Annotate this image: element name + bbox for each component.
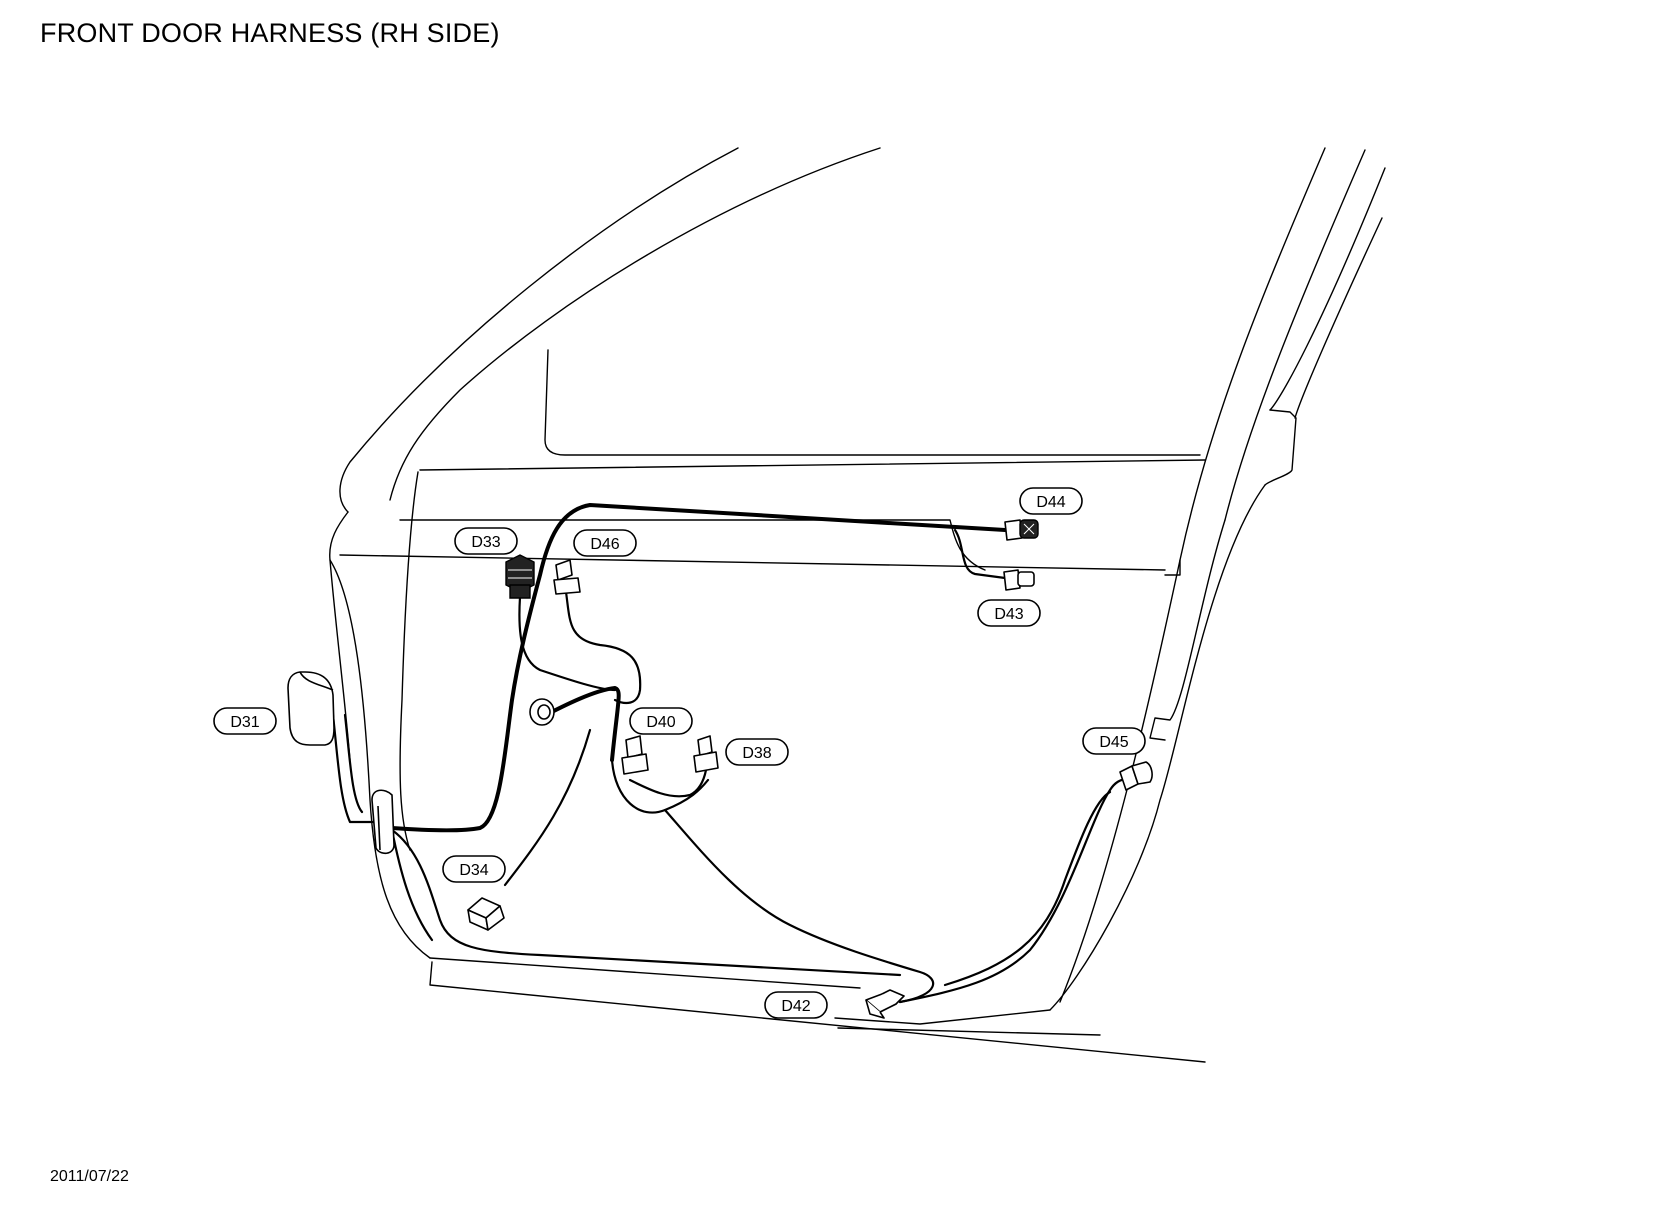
label-d31: D31	[213, 707, 277, 735]
label-d44-text: D44	[1036, 494, 1065, 511]
d43-connector-icon	[1003, 569, 1035, 591]
label-d31-text: D31	[230, 714, 259, 731]
label-d43: D43	[977, 599, 1041, 627]
label-d34: D34	[442, 855, 506, 883]
label-d42-text: D42	[781, 998, 810, 1015]
d46-connector-icon	[553, 559, 581, 595]
label-d44: D44	[1019, 487, 1083, 515]
d45-connector-icon	[1119, 761, 1153, 791]
label-d38: D38	[725, 738, 789, 766]
d33-connector-icon	[505, 554, 535, 599]
label-d40: D40	[629, 707, 693, 735]
d31-module-icon	[287, 671, 335, 746]
d40-connector-icon	[621, 735, 649, 775]
label-d46: D46	[573, 529, 637, 557]
label-d38-text: D38	[742, 745, 771, 762]
label-d34-text: D34	[459, 862, 488, 879]
d38-connector-icon	[693, 735, 719, 773]
grommet-icon	[371, 789, 395, 855]
d44-connector-icon	[1004, 519, 1039, 541]
label-d42: D42	[764, 991, 828, 1019]
label-d43-text: D43	[994, 606, 1023, 623]
label-d40-text: D40	[646, 714, 675, 731]
d34-connector-icon	[467, 897, 505, 931]
label-d33-text: D33	[471, 534, 500, 551]
door-body-outline	[329, 147, 1386, 1063]
label-d46-text: D46	[590, 536, 619, 553]
diagram-title: FRONT DOOR HARNESS (RH SIDE)	[40, 18, 500, 48]
label-d33: D33	[454, 527, 518, 555]
connector-parts	[287, 519, 1153, 1019]
label-d45-text: D45	[1099, 734, 1128, 751]
label-d45: D45	[1082, 727, 1146, 755]
wire-harness	[331, 503, 1130, 1004]
d42-connector-icon	[865, 989, 905, 1019]
diagram-date: 2011/07/22	[50, 1168, 129, 1185]
harness-clip-icon	[529, 698, 555, 726]
